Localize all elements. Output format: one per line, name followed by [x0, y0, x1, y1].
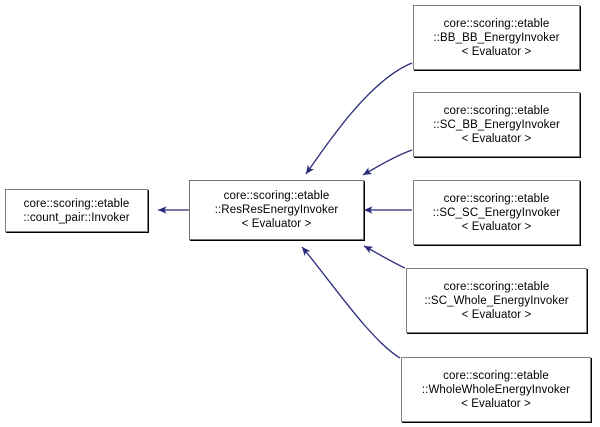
node-line: core::scoring::etable [223, 190, 330, 202]
node-sc-sc-energy-invoker[interactable]: core::scoring::etable ::SC_SC_EnergyInvo… [413, 180, 580, 245]
node-line: ::ResResEnergyInvoker [214, 204, 339, 216]
node-resres-energy-invoker[interactable]: core::scoring::etable ::ResResEnergyInvo… [189, 180, 364, 240]
node-line: ::SC_Whole_EnergyInvoker [424, 294, 569, 307]
node-line: core::scoring::etable [443, 17, 550, 30]
node-whole-whole-energy-invoker[interactable]: core::scoring::etable ::WholeWholeEnergy… [401, 357, 591, 422]
node-line: < Evaluator > [461, 132, 532, 145]
node-line: core::scoring::etable [23, 197, 130, 210]
node-line: < Evaluator > [461, 308, 532, 321]
node-count-pair-invoker[interactable]: core::scoring::etable ::count_pair::Invo… [5, 189, 148, 232]
edge-scbb-to-center [362, 149, 413, 176]
node-line: < Evaluator > [461, 397, 531, 410]
node-line: ::BB_BB_EnergyInvoker [433, 31, 560, 44]
node-line: core::scoring::etable [443, 369, 549, 382]
node-bb-bb-energy-invoker[interactable]: core::scoring::etable ::BB_BB_EnergyInvo… [413, 5, 580, 70]
node-sc-bb-energy-invoker[interactable]: core::scoring::etable ::SC_BB_EnergyInvo… [413, 92, 580, 157]
node-line: < Evaluator > [241, 218, 312, 230]
node-line: < Evaluator > [461, 45, 532, 58]
edge-scwhole-to-center [363, 245, 406, 269]
node-line: ::WholeWholeEnergyInvoker [421, 383, 571, 396]
node-line: core::scoring::etable [443, 280, 550, 293]
edge-bbbb-to-center [305, 62, 413, 175]
node-line: ::SC_SC_EnergyInvoker [432, 206, 561, 219]
node-line: ::count_pair::Invoker [23, 211, 130, 224]
node-line: core::scoring::etable [443, 104, 550, 117]
node-line: core::scoring::etable [443, 192, 550, 205]
node-sc-whole-energy-invoker[interactable]: core::scoring::etable ::SC_Whole_EnergyI… [406, 268, 587, 333]
edge-wholewhole-to-center [301, 246, 401, 359]
node-line: ::SC_BB_EnergyInvoker [433, 118, 560, 131]
node-line: < Evaluator > [461, 220, 532, 233]
